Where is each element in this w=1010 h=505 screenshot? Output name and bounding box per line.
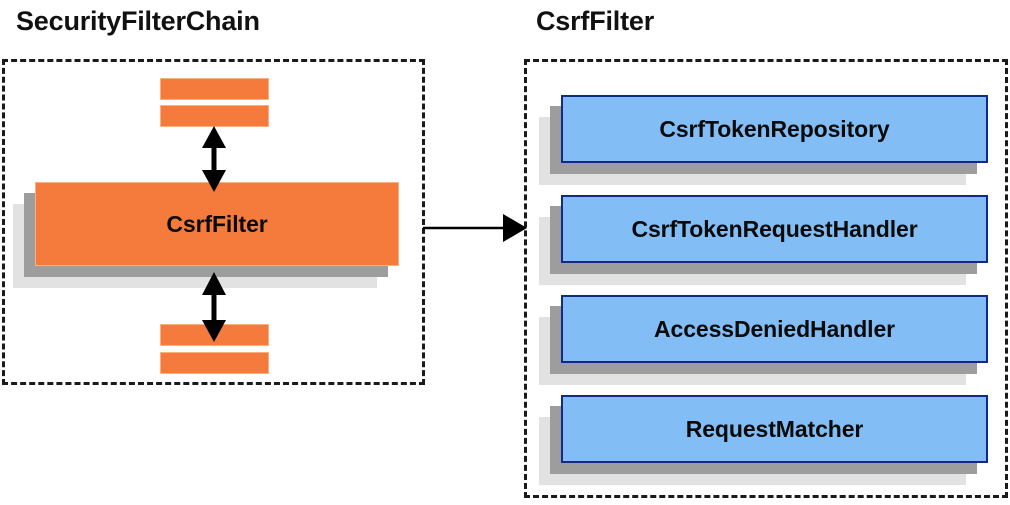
arrow-left-to-right-icon <box>423 214 527 242</box>
csrf-filter-box[interactable]: CsrfFilter <box>13 182 399 288</box>
filter-stub-top-1 <box>160 78 269 100</box>
page-title-csrf-filter: CsrfFilter <box>536 6 655 36</box>
component-box-face: AccessDeniedHandler <box>561 295 988 363</box>
csrf-filter-panel <box>524 59 1008 498</box>
csrf-filter-box-label: CsrfFilter <box>166 210 268 237</box>
filter-stub-top-2 <box>160 105 269 127</box>
component-box-label: CsrfTokenRepository <box>659 115 890 142</box>
csrf-filter-box-face: CsrfFilter <box>35 182 399 266</box>
filter-stub-bottom-2 <box>160 352 269 374</box>
component-box-csrf-token-request-handler[interactable]: CsrfTokenRequestHandler <box>539 195 988 285</box>
page-title-security-filter-chain: SecurityFilterChain <box>16 6 260 36</box>
component-box-label: RequestMatcher <box>685 415 864 442</box>
component-box-request-matcher[interactable]: RequestMatcher <box>539 395 988 485</box>
component-box-csrf-token-repository[interactable]: CsrfTokenRepository <box>539 95 988 185</box>
security-filter-chain-panel <box>2 59 425 385</box>
component-box-label: AccessDeniedHandler <box>654 315 895 342</box>
component-box-face: CsrfTokenRequestHandler <box>561 195 988 263</box>
component-box-face: CsrfTokenRepository <box>561 95 988 163</box>
component-box-access-denied-handler[interactable]: AccessDeniedHandler <box>539 295 988 385</box>
filter-stub-bottom-1 <box>160 324 269 346</box>
component-box-label: CsrfTokenRequestHandler <box>631 215 918 242</box>
component-box-face: RequestMatcher <box>561 395 988 463</box>
